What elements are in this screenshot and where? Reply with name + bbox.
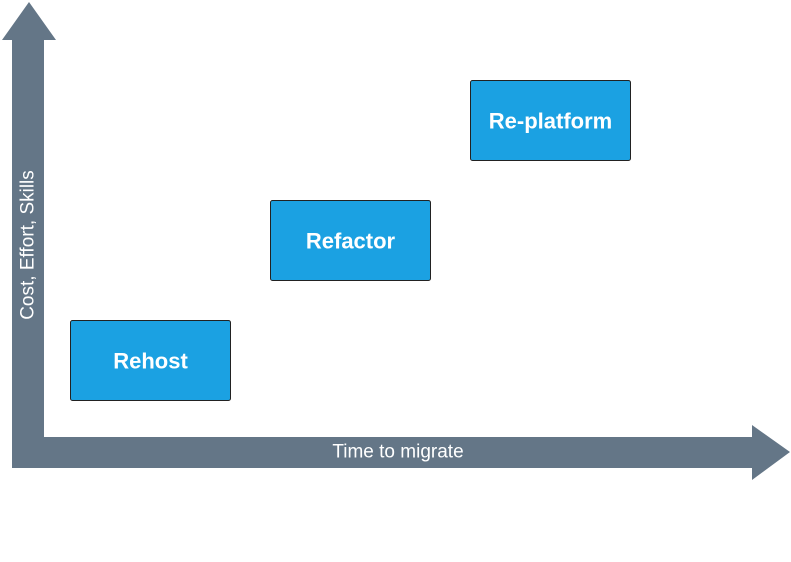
strategy-box-rehost: Rehost (70, 320, 231, 401)
rehost-box (70, 320, 231, 401)
x-axis-label: Time to migrate (332, 442, 463, 463)
strategy-box-replatform: Re-platform (470, 80, 631, 161)
refactor-label: Refactor (306, 229, 396, 254)
y-axis-label: Cost, Effort, Skills (18, 170, 39, 320)
refactor-box (270, 200, 431, 281)
replatform-box (470, 80, 631, 161)
replatform-label: Re-platform (489, 109, 612, 134)
rehost-label: Rehost (113, 349, 188, 374)
strategy-box-refactor: Refactor (270, 200, 431, 281)
